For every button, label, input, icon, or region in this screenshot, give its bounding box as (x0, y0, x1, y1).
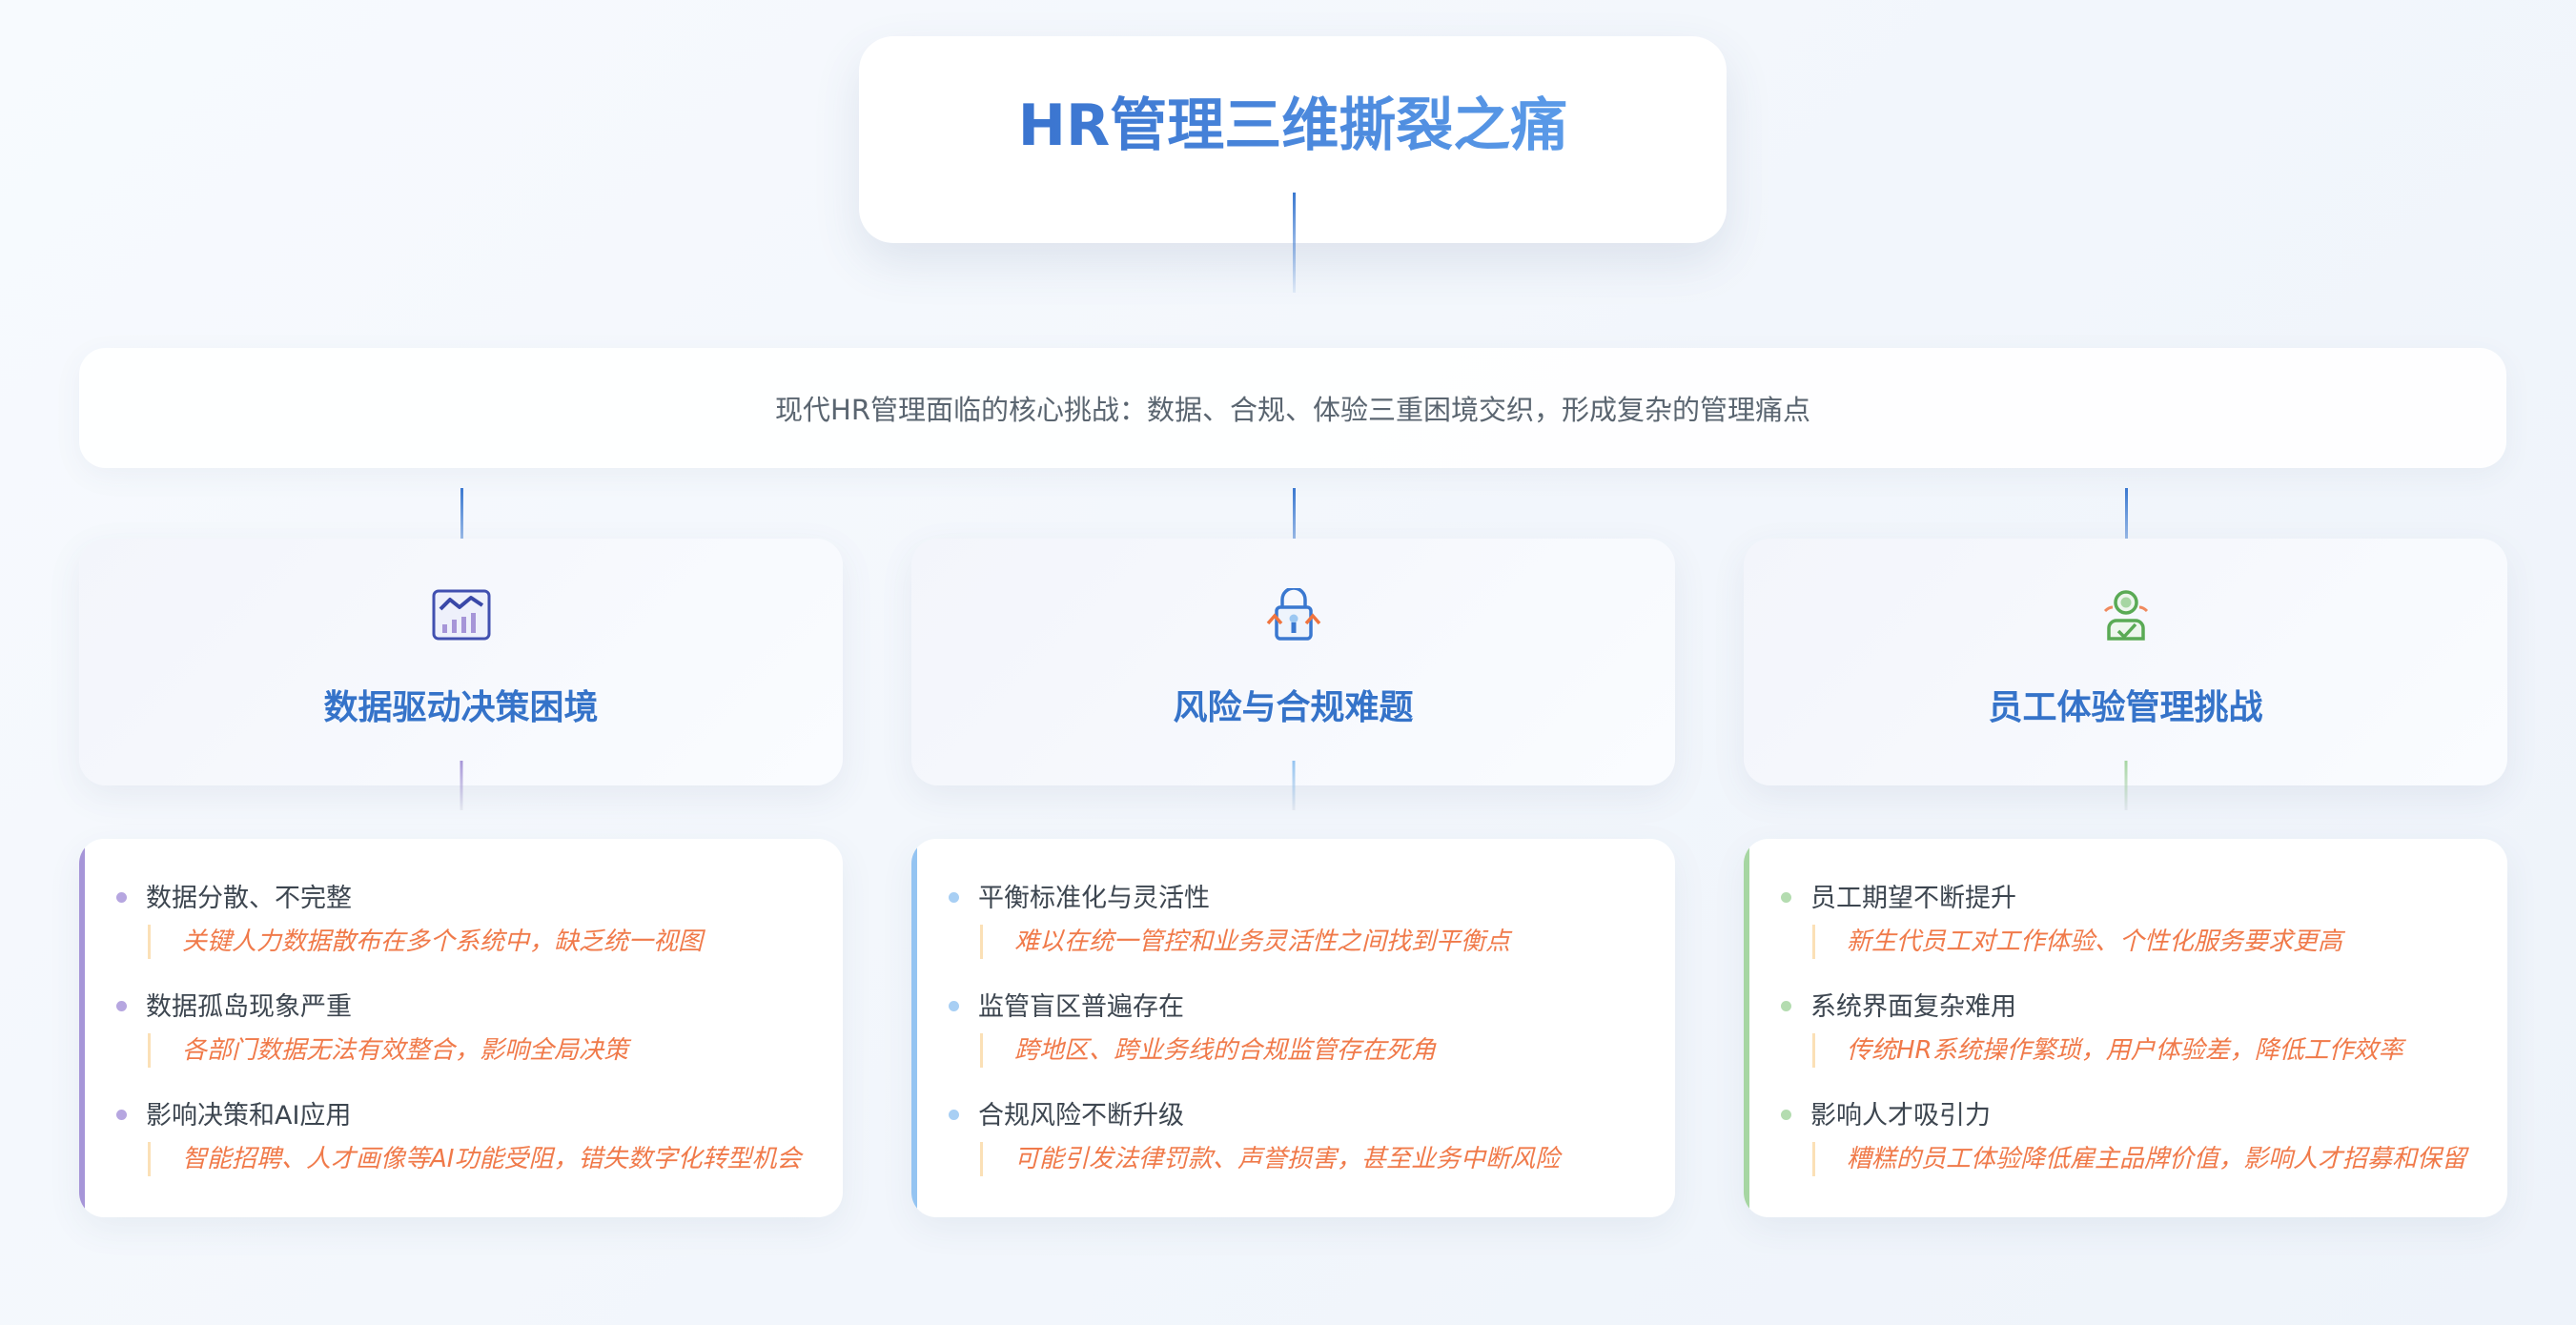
item-desc: 新生代员工对工作体验、个性化服务要求更高 (1812, 925, 2342, 959)
connector-line (1293, 193, 1296, 293)
item-title: 系统界面复杂难用 (1810, 992, 2016, 1022)
category-card-experience: 员工体验管理挑战 (1744, 539, 2507, 810)
item-desc: 传统HR系统操作繁琐，用户体验差，降低工作效率 (1812, 1033, 2403, 1068)
item-title: 员工期望不断提升 (1810, 884, 2016, 913)
bullet-icon (116, 1110, 127, 1120)
accent-bar (911, 839, 917, 1217)
user-check-icon (2103, 590, 2148, 641)
bullet-icon (116, 892, 127, 903)
item-title: 监管盲区普遍存在 (978, 992, 1184, 1022)
subtitle-bar: 现代HR管理面临的核心挑战：数据、合规、体验三重困境交织，形成复杂的管理痛点 (79, 348, 2506, 468)
connector-line (1292, 761, 1295, 810)
item-title: 数据孤岛现象严重 (146, 992, 352, 1022)
connector-line (460, 761, 462, 810)
item-desc: 跨地区、跨业务线的合规监管存在死角 (980, 1033, 1436, 1068)
item-title: 影响决策和AI应用 (146, 1101, 352, 1131)
connector-line (2124, 761, 2127, 810)
bullet-icon (949, 1001, 959, 1011)
item-desc: 关键人力数据散布在多个系统中，缺乏统一视图 (148, 925, 703, 959)
lock-icon (1266, 588, 1320, 641)
chart-icon (432, 589, 490, 641)
bullet-icon (949, 892, 959, 903)
connector-line (460, 488, 463, 578)
page-title: HR管理三维撕裂之痛 (1018, 79, 1567, 162)
connector-line (2125, 488, 2128, 578)
category-heading: 风险与合规难题 (1173, 688, 1414, 727)
pain-point-list: 数据分散、不完整关键人力数据散布在多个系统中，缺乏统一视图 数据孤岛现象严重各部… (79, 839, 843, 1217)
item-desc: 糟糕的员工体验降低雇主品牌价值，影响人才招募和保留 (1812, 1142, 2466, 1176)
item-desc: 各部门数据无法有效整合，影响全局决策 (148, 1033, 628, 1068)
accent-bar (79, 839, 85, 1217)
item-title: 数据分散、不完整 (146, 884, 352, 913)
item-title: 平衡标准化与灵活性 (978, 884, 1210, 913)
bullet-icon (949, 1110, 959, 1120)
item-desc: 智能招聘、人才画像等AI功能受阻，错失数字化转型机会 (148, 1142, 801, 1176)
item-title: 影响人才吸引力 (1810, 1101, 1991, 1131)
category-heading: 数据驱动决策困境 (323, 688, 599, 727)
category-card-compliance: 风险与合规难题 (911, 539, 1675, 810)
accent-bar (1744, 839, 1749, 1217)
item-desc: 难以在统一管控和业务灵活性之间找到平衡点 (980, 925, 1510, 959)
category-card-data: 数据驱动决策困境 (79, 539, 843, 810)
bullet-icon (1781, 892, 1791, 903)
subtitle-text: 现代HR管理面临的核心挑战：数据、合规、体验三重困境交织，形成复杂的管理痛点 (775, 394, 1810, 426)
connector-line (1293, 488, 1296, 578)
bullet-icon (116, 1001, 127, 1011)
category-heading: 员工体验管理挑战 (1988, 688, 2263, 727)
item-desc: 可能引发法律罚款、声誉损害，甚至业务中断风险 (980, 1142, 1560, 1176)
item-title: 合规风险不断升级 (978, 1101, 1184, 1131)
bullet-icon (1781, 1001, 1791, 1011)
bullet-icon (1781, 1110, 1791, 1120)
pain-point-list: 员工期望不断提升新生代员工对工作体验、个性化服务要求更高 系统界面复杂难用传统H… (1744, 839, 2507, 1217)
pain-point-list: 平衡标准化与灵活性难以在统一管控和业务灵活性之间找到平衡点 监管盲区普遍存在跨地… (911, 839, 1675, 1217)
